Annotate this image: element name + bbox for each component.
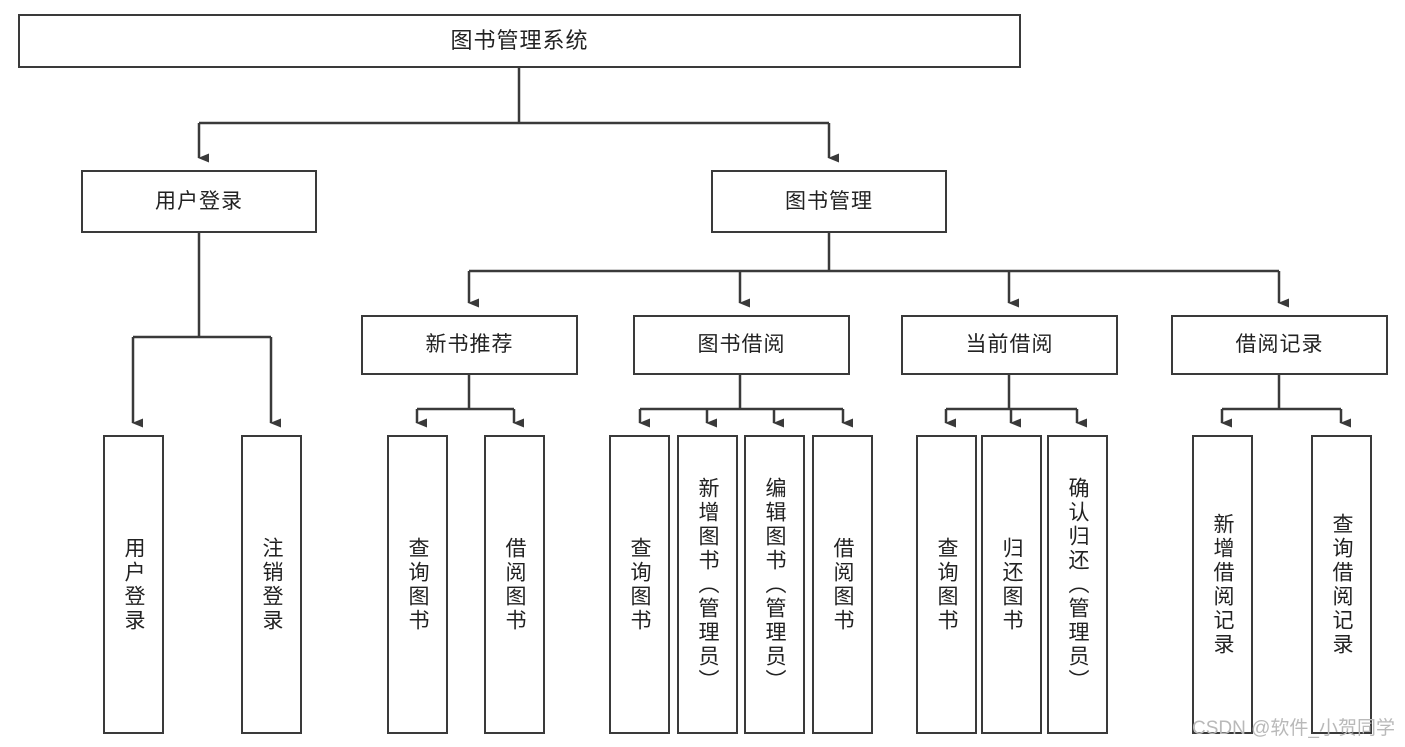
leaf-borrow-book-1[interactable]: 借阅图书 [484,435,545,734]
csdn-watermark: CSDN @软件_小贺同学 [1192,718,1395,739]
leaf-edit-book[interactable]: 编辑图书（管理员） [744,435,805,734]
leaf-borrow-book-2[interactable]: 借阅图书 [812,435,873,734]
node-current-borrow[interactable]: 当前借阅 [901,315,1118,375]
leaf-confirm-return[interactable]: 确认归还（管理员） [1047,435,1108,734]
leaf-query-book-2[interactable]: 查询图书 [609,435,670,734]
leaf-query-book-3[interactable]: 查询图书 [916,435,977,734]
leaf-return-book[interactable]: 归还图书 [981,435,1042,734]
node-root[interactable]: 图书管理系统 [18,14,1021,68]
leaf-logout-login[interactable]: 注销登录 [241,435,302,734]
node-user-login[interactable]: 用户登录 [81,170,317,233]
leaf-add-book[interactable]: 新增图书（管理员） [677,435,738,734]
node-new-book-recommend[interactable]: 新书推荐 [361,315,578,375]
leaf-add-borrow-record[interactable]: 新增借阅记录 [1192,435,1253,734]
node-book-management[interactable]: 图书管理 [711,170,947,233]
leaf-query-borrow-record[interactable]: 查询借阅记录 [1311,435,1372,734]
node-borrow-record[interactable]: 借阅记录 [1171,315,1388,375]
leaf-query-book-1[interactable]: 查询图书 [387,435,448,734]
node-book-borrow[interactable]: 图书借阅 [633,315,850,375]
leaf-user-login[interactable]: 用户登录 [103,435,164,734]
